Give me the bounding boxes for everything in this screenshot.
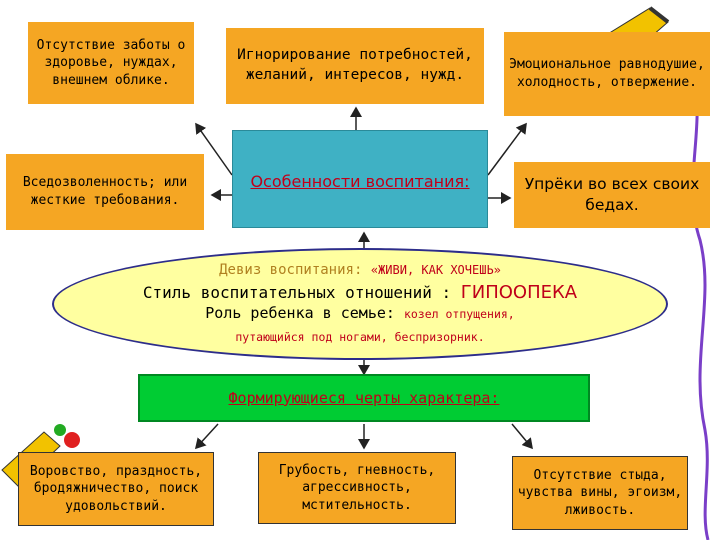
box-theft-idleness: Воровство, праздность, бродяжничество, п…	[18, 452, 214, 526]
role-value-2: путающийся под ногами, беспризорник.	[235, 330, 485, 344]
box-reproaches-text: Упрёки во всех своих бедах.	[524, 175, 700, 214]
pencil-line	[688, 59, 710, 540]
box-permissiveness-text: Вседозволенность; или жесткие требования…	[22, 175, 188, 208]
box-permissiveness: Вседозволенность; или жесткие требования…	[6, 154, 204, 230]
box-shamelessness-text: Отсутствие стыда, чувства вины, эгоизм, …	[517, 467, 683, 518]
box-reproaches: Упрёки во всех своих бедах.	[514, 162, 710, 228]
style-line: Стиль воспитательных отношений : ГИПООПЕ…	[0, 282, 720, 303]
box-character-traits-text: Формирующиеся черты характера:	[228, 388, 500, 407]
box-theft-idleness-text: Воровство, праздность, бродяжничество, п…	[29, 463, 203, 514]
box-upbringing-features-text: Особенности воспитания:	[250, 172, 470, 191]
motto-line: Девиз воспитания: «ЖИВИ, КАК ХОЧЕШЬ»	[0, 262, 720, 278]
box-emotional-indifference: Эмоциональное равнодушие, холодность, от…	[504, 32, 710, 116]
ellipse-parenting-style	[52, 248, 668, 360]
box-character-traits: Формирующиеся черты характера:	[138, 374, 590, 422]
role-line: Роль ребенка в семье: козел отпущения,	[0, 304, 720, 322]
style-value: ГИПООПЕКА	[460, 282, 578, 303]
box-shamelessness: Отсутствие стыда, чувства вины, эгоизм, …	[512, 456, 688, 530]
box-rudeness-aggression: Грубость, гневность, агрессивность, мсти…	[258, 452, 456, 524]
box-ignore-needs: Игнорирование потребностей, желаний, инт…	[226, 28, 484, 104]
box-neglect-care-text: Отсутствие заботы о здоровье, нуждах, вн…	[36, 37, 186, 88]
role-value: козел отпущения,	[403, 307, 515, 321]
motto-value: «ЖИВИ, КАК ХОЧЕШЬ»	[370, 263, 501, 277]
box-neglect-care: Отсутствие заботы о здоровье, нуждах, вн…	[28, 22, 194, 104]
role-label: Роль ребенка в семье:	[205, 304, 395, 322]
role-line-2: путающийся под ногами, беспризорник.	[0, 330, 720, 344]
box-rudeness-aggression-text: Грубость, гневность, агрессивность, мсти…	[278, 462, 436, 513]
box-emotional-indifference-text: Эмоциональное равнодушие, холодность, от…	[509, 57, 705, 90]
motto-label: Девиз воспитания:	[219, 262, 363, 278]
box-upbringing-features: Особенности воспитания:	[232, 130, 488, 228]
style-label: Стиль воспитательных отношений :	[142, 283, 452, 302]
box-ignore-needs-text: Игнорирование потребностей, желаний, инт…	[237, 47, 473, 83]
